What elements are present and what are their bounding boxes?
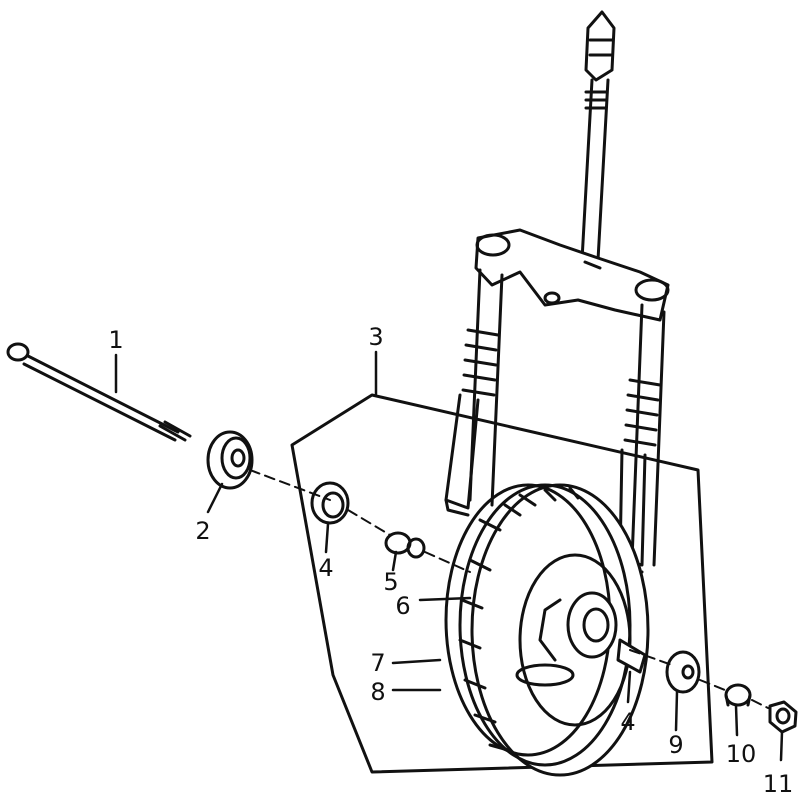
triple-clamp xyxy=(474,228,670,322)
callout-2: 2 xyxy=(195,517,211,545)
bearing-cap-left xyxy=(310,481,350,525)
axle-nut xyxy=(768,700,798,734)
leader-2 xyxy=(206,482,224,514)
small-spacer xyxy=(384,531,426,559)
front-wheel xyxy=(444,483,650,777)
leader-9 xyxy=(674,690,679,732)
washer-right xyxy=(665,650,701,694)
leader-11 xyxy=(779,730,784,762)
leader-lines xyxy=(114,350,784,762)
leader-4b xyxy=(626,670,632,704)
collar-right xyxy=(724,683,752,707)
callout-6: 6 xyxy=(395,592,411,620)
callout-4b: 4 xyxy=(620,708,636,736)
callout-10: 10 xyxy=(725,740,757,768)
leader-10 xyxy=(734,704,739,737)
leader-5 xyxy=(391,550,398,572)
steering-stem xyxy=(580,10,616,262)
leader-4a xyxy=(324,522,330,554)
axle-center-line xyxy=(249,469,769,709)
callout-4a: 4 xyxy=(318,554,334,582)
leader-6 xyxy=(418,596,472,602)
assembly-outline xyxy=(290,393,714,774)
axle-spacer xyxy=(206,430,254,490)
fork-leg-right xyxy=(618,303,666,574)
callout-7: 7 xyxy=(370,649,386,677)
callout-9: 9 xyxy=(668,731,684,759)
fork-leg-left xyxy=(444,268,504,517)
callout-1: 1 xyxy=(108,326,124,354)
callout-8: 8 xyxy=(370,678,386,706)
callout-5: 5 xyxy=(383,568,399,596)
axle-bolt xyxy=(6,342,192,442)
leader-7 xyxy=(391,658,442,665)
callout-11: 11 xyxy=(762,770,794,798)
callout-3: 3 xyxy=(368,323,384,351)
